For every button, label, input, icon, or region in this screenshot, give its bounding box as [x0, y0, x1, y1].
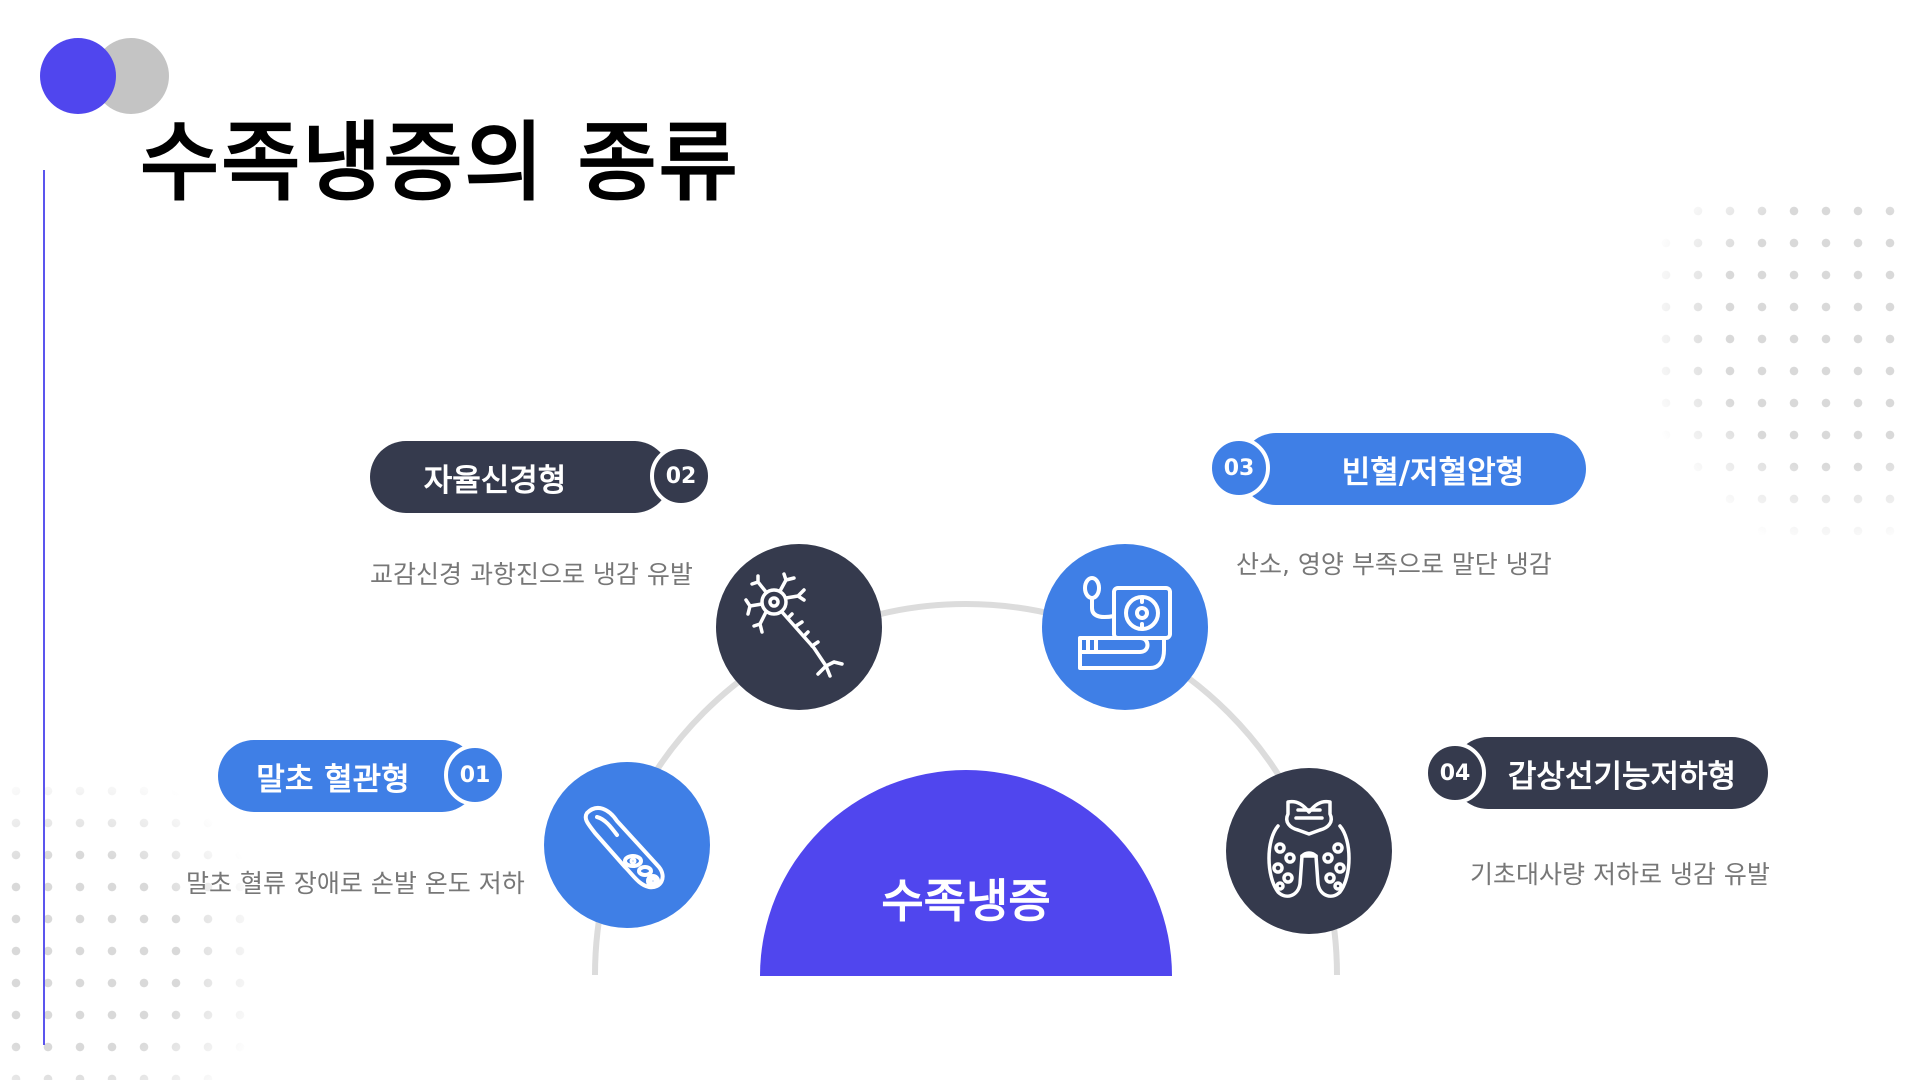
item-04-pill: 갑상선기능저하형 [1452, 737, 1768, 809]
item-04-description: 기초대사량 저하로 냉감 유발 [1470, 860, 1770, 889]
item-01-icon-circle [544, 762, 710, 928]
item-02-badge: 02 [650, 445, 712, 507]
item-04-label: 갑상선기능저하형 [1507, 758, 1737, 795]
item-04-icon-circle [1226, 768, 1392, 934]
item-03-icon-circle [1042, 544, 1208, 710]
thyroid-icon [1267, 799, 1351, 898]
item-03-description: 산소, 영양 부족으로 말단 냉감 [1236, 550, 1552, 579]
page-title: 수족냉증의 종류 [140, 113, 740, 213]
item-01-pill: 말초 혈관형 [218, 740, 478, 812]
item-02-label: 자율신경형 [423, 462, 567, 499]
neuron-icon [744, 572, 844, 678]
item-01-label: 말초 혈관형 [256, 761, 410, 798]
item-04-badge: 04 [1424, 742, 1486, 804]
item-03-pill: 빈혈/저혈압형 [1240, 433, 1586, 505]
item-01-badge: 01 [444, 744, 506, 806]
decor-circle-blue [40, 38, 116, 114]
item-01-description: 말초 혈류 장애로 손발 온도 저하 [186, 869, 525, 898]
item-03-label: 빈혈/저혈압형 [1341, 454, 1525, 491]
center-label: 수족냉증 [881, 874, 1051, 928]
side-accent-line [43, 170, 45, 1045]
item-02-icon-circle [716, 544, 882, 710]
blood-pressure-monitor-icon [1078, 576, 1172, 670]
dot-pattern-right [1650, 195, 1915, 540]
item-02-pill: 자율신경형 [370, 441, 670, 513]
item-02-description: 교감신경 과항진으로 냉감 유발 [370, 560, 693, 589]
blood-vessel-icon [583, 805, 665, 890]
item-03-badge: 03 [1208, 437, 1270, 499]
